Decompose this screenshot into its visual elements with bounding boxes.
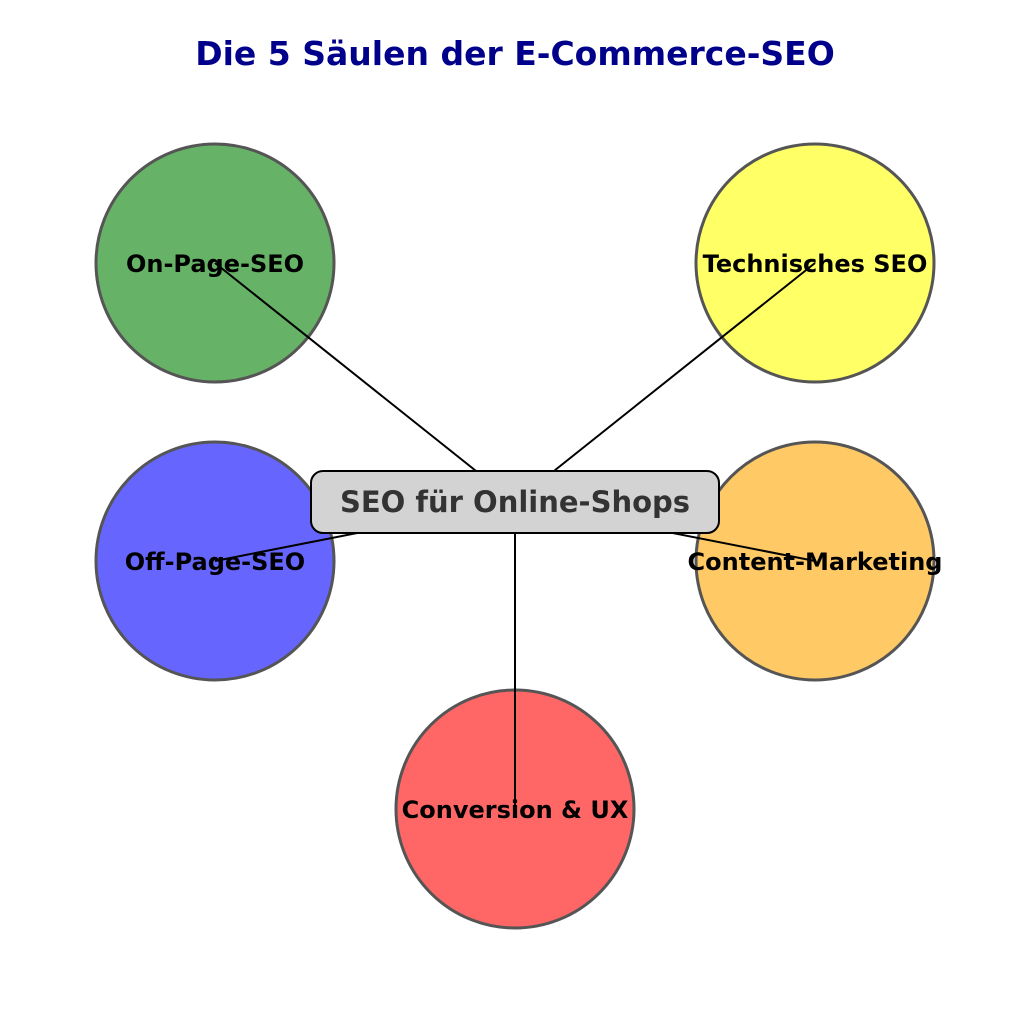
center-label: SEO für Online-Shops — [340, 485, 690, 519]
center-box — [310, 470, 720, 534]
connector-line-on-page-seo — [214, 262, 516, 503]
pillar-label-technisches-seo: Technisches SEO — [703, 250, 928, 278]
pillar-label-conversion-ux: Conversion & UX — [402, 796, 629, 824]
diagram-title: Die 5 Säulen der E-Commerce-SEO — [195, 34, 835, 73]
pillar-label-on-page-seo: On-Page-SEO — [126, 250, 304, 278]
connector-line-technisches-seo — [514, 262, 816, 503]
pillar-label-off-page-seo: Off-Page-SEO — [125, 548, 305, 576]
center-node: SEO für Online-Shops — [310, 470, 720, 534]
pillar-label-content-marketing: Content-Marketing — [688, 548, 943, 576]
